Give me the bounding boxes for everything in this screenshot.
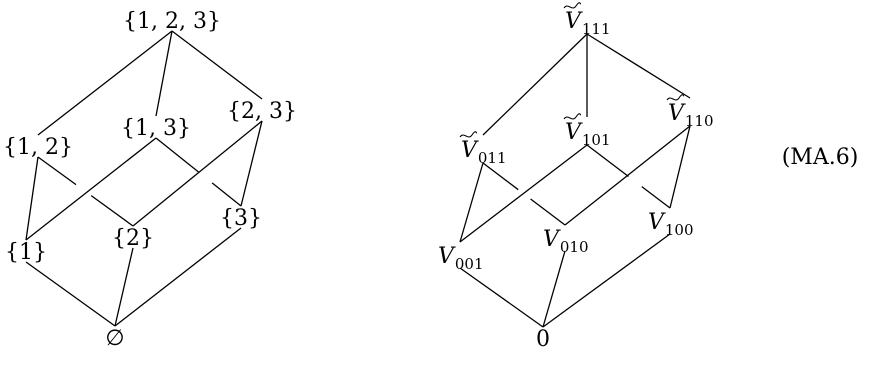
node-n3: {3} [220, 206, 262, 231]
node-base-v011: V [461, 138, 479, 163]
node-v111: V111 [563, 2, 611, 38]
node-sub-v011: 011 [478, 149, 507, 167]
node-label-v111: V111 [565, 9, 611, 38]
node-n2: {2} [112, 226, 154, 251]
edge-v110-v100 [669, 125, 691, 209]
node-label-v110: V110 [668, 101, 714, 130]
edge-v101-v100-a [586, 144, 629, 178]
node-label-v100: V100 [648, 210, 694, 239]
node-sub-v010: 010 [560, 238, 589, 256]
node-label-v0: 0 [536, 327, 550, 352]
node-n1: {1} [5, 240, 47, 265]
node-label-n1: {1} [5, 240, 47, 265]
node-n23: {2, 3} [227, 99, 297, 124]
node-label-n123: {1, 2, 3} [123, 9, 221, 34]
edge-n23-n2 [132, 120, 263, 227]
edge-n13-n3-b [211, 182, 242, 207]
edge-n3-nE [114, 227, 242, 327]
node-base-v111: V [565, 9, 583, 34]
edge-v011-v001 [459, 162, 484, 243]
edge-n13-n1 [25, 137, 157, 241]
node-label-n13: {1, 3} [121, 116, 191, 141]
node-label-n12: {1, 2} [3, 135, 73, 160]
edge-v101-v100-b [641, 186, 671, 209]
node-base-v101: V [565, 120, 583, 145]
tilde-accent-v111 [563, 2, 582, 9]
edge-n123-n13 [155, 30, 173, 117]
edge-n2-nE [114, 247, 134, 327]
node-v011: V011 [459, 131, 507, 167]
edge-n12-n2-b [90, 195, 134, 227]
node-v001: V001 [438, 244, 484, 273]
edge-n23-n3 [240, 120, 263, 207]
node-v100: V100 [648, 210, 694, 239]
tilde-accent-v110 [666, 94, 685, 101]
tilde-accent-v011 [459, 131, 478, 138]
node-sub-v111: 111 [582, 20, 611, 38]
edge-n12-n2-a [37, 156, 77, 186]
edge-v011-v010-a [482, 162, 519, 191]
node-v0: 0 [536, 327, 550, 352]
node-label-n2: {2} [112, 226, 154, 251]
edge-v001-v0 [459, 267, 544, 328]
edge-n1-nE [25, 261, 116, 327]
node-v010: V010 [543, 227, 589, 256]
equation-number: (MA.6) [782, 145, 859, 170]
node-sub-v110: 110 [685, 112, 714, 130]
edge-n123-n12 [37, 30, 173, 136]
node-label-v001: V001 [438, 244, 484, 273]
node-base-v100: V [648, 210, 666, 235]
node-label-n23: {2, 3} [227, 99, 297, 124]
edge-v010-v0 [542, 250, 566, 328]
node-nE: ∅ [105, 326, 124, 351]
node-base-v001: V [438, 244, 456, 269]
node-sub-v001: 001 [455, 255, 484, 273]
node-base-v110: V [668, 101, 686, 126]
node-label-v101: V101 [565, 120, 611, 149]
node-label-v010: V010 [543, 227, 589, 256]
node-label-n3: {3} [220, 206, 262, 231]
edge-n12-n1 [25, 156, 39, 241]
edge-v111-v011 [482, 33, 588, 136]
node-base-v010: V [543, 227, 561, 252]
node-n13: {1, 3} [121, 116, 191, 141]
edge-n13-n3-a [155, 137, 199, 173]
node-label-v011: V011 [461, 138, 507, 167]
node-label-nE: ∅ [105, 326, 124, 351]
node-sub-v101: 101 [582, 131, 611, 149]
tilde-accent-v101 [563, 113, 582, 120]
edge-n123-n23 [171, 30, 263, 100]
node-sub-v100: 100 [665, 221, 694, 239]
edge-v011-v010-b [530, 198, 566, 226]
edge-v100-v0 [542, 233, 671, 328]
edge-v110-v010 [564, 125, 691, 226]
node-v101: V101 [563, 113, 611, 149]
node-n123: {1, 2, 3} [123, 9, 221, 34]
edge-v111-v110 [586, 33, 691, 99]
node-v110: V110 [666, 94, 714, 130]
edge-v101-v001 [459, 144, 588, 243]
node-n12: {1, 2} [3, 135, 73, 160]
